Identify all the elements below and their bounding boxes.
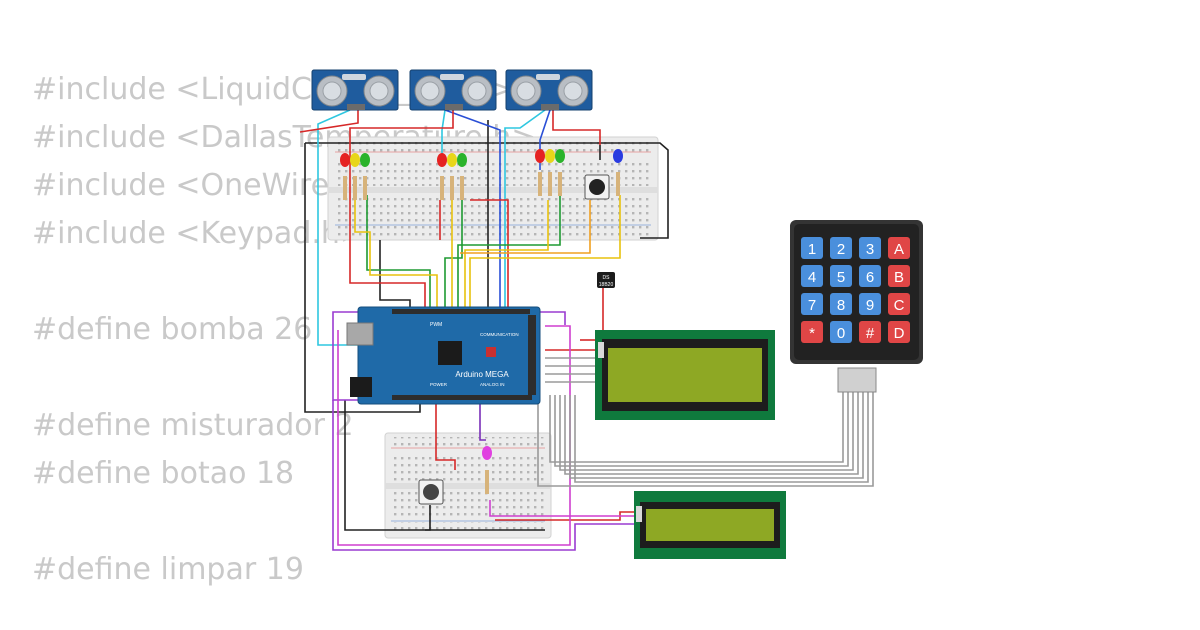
keypad-key-label: 7 bbox=[808, 297, 816, 314]
keypad-key[interactable] bbox=[830, 265, 852, 287]
keypad-key[interactable] bbox=[859, 237, 881, 259]
keypad: 1 2 3 A 4 5 6 B 7 8 9 C * 0 # D bbox=[790, 220, 923, 393]
keypad-key[interactable] bbox=[859, 321, 881, 343]
keypad-key-label: D bbox=[894, 325, 905, 342]
temperature-sensor: DS 18B20 bbox=[597, 272, 615, 288]
keypad-key-label: C bbox=[894, 297, 905, 314]
keypad-key[interactable] bbox=[830, 293, 852, 315]
keypad-key-label: # bbox=[866, 325, 875, 342]
keypad-key-label: 0 bbox=[837, 325, 845, 342]
lcd-display-large bbox=[595, 330, 775, 420]
keypad-key[interactable] bbox=[830, 237, 852, 259]
push-button-top bbox=[584, 174, 610, 200]
keypad-key[interactable] bbox=[830, 321, 852, 343]
sensor-label-line1: DS bbox=[603, 275, 611, 281]
keypad-key[interactable] bbox=[888, 293, 910, 315]
led-group-2 bbox=[437, 153, 467, 200]
breadboard-top bbox=[327, 136, 659, 241]
arduino-title: Arduino MEGA bbox=[455, 370, 509, 379]
arduino-pwm-label: PWM bbox=[430, 322, 442, 328]
keypad-key[interactable] bbox=[801, 237, 823, 259]
keypad-key-label: 1 bbox=[808, 241, 816, 258]
ultrasonic-sensor-2 bbox=[409, 69, 497, 111]
keypad-key-label: 8 bbox=[837, 297, 845, 314]
arduino-communication-label: COMMUNICATION bbox=[480, 332, 519, 337]
keypad-key[interactable] bbox=[801, 321, 823, 343]
wires bbox=[299, 109, 874, 551]
keypad-key-label: B bbox=[894, 269, 904, 286]
ultrasonic-sensor-1 bbox=[311, 69, 399, 111]
led-magenta bbox=[482, 446, 492, 494]
push-button-bottom bbox=[418, 479, 444, 505]
keypad-key[interactable] bbox=[801, 265, 823, 287]
keypad-key-label: * bbox=[809, 325, 815, 342]
keypad-key-label: A bbox=[894, 241, 904, 258]
led-group-1 bbox=[340, 153, 370, 200]
lcd-display-small bbox=[634, 491, 786, 559]
keypad-key-label: 4 bbox=[808, 269, 816, 286]
keypad-key-label: 5 bbox=[837, 269, 845, 286]
keypad-key-label: 9 bbox=[866, 297, 874, 314]
keypad-key[interactable] bbox=[888, 265, 910, 287]
keypad-key-label: 6 bbox=[866, 269, 874, 286]
keypad-key[interactable] bbox=[801, 293, 823, 315]
keypad-key[interactable] bbox=[859, 293, 881, 315]
keypad-key[interactable] bbox=[888, 237, 910, 259]
keypad-key-label: 2 bbox=[837, 241, 845, 258]
arduino-analog-label: ANALOG IN bbox=[480, 382, 505, 387]
keypad-keys: 1 2 3 A 4 5 6 B 7 8 9 C * 0 # D bbox=[801, 237, 910, 343]
keypad-key-label: 3 bbox=[866, 241, 874, 258]
led-group-3 bbox=[535, 149, 565, 196]
keypad-key[interactable] bbox=[888, 321, 910, 343]
led-blue bbox=[613, 149, 623, 196]
sensor-label-line2: 18B20 bbox=[599, 282, 614, 288]
keypad-key[interactable] bbox=[859, 265, 881, 287]
arduino-mega: PWM COMMUNICATION Arduino MEGA POWER ANA… bbox=[346, 306, 541, 405]
breadboard-bottom bbox=[384, 432, 552, 539]
arduino-power-label: POWER bbox=[430, 382, 448, 387]
ultrasonic-sensor-3 bbox=[505, 69, 593, 111]
